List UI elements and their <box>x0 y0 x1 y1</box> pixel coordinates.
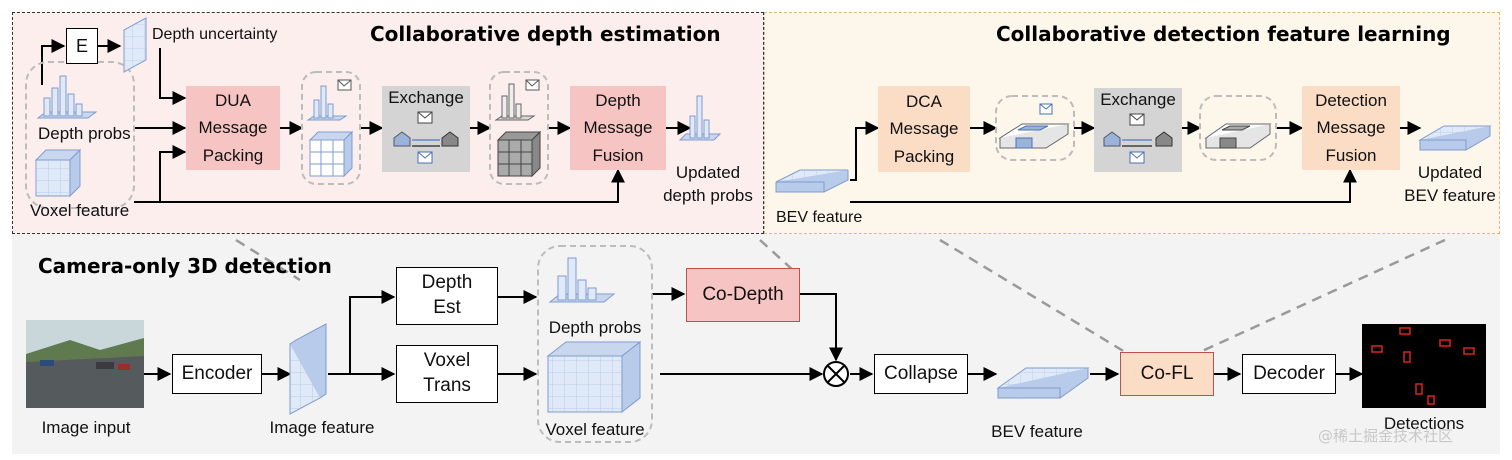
decoder-label: Decoder <box>1253 362 1325 384</box>
encoder-label: Encoder <box>181 362 253 384</box>
voxel-trans-line-2: Trans <box>423 375 471 396</box>
bev-feature-label: BEV feature <box>776 209 863 226</box>
entropy-box: E <box>66 28 98 64</box>
decoder-box: Decoder <box>1242 354 1336 394</box>
camera-bev-feature-label: BEV feature <box>991 422 1083 441</box>
camera-voxel-feature-label: Voxel feature <box>545 420 645 439</box>
collapse-box: Collapse <box>874 354 968 394</box>
camera-panel-title: Camera-only 3D detection <box>38 254 332 278</box>
image-input-thumbnail <box>26 320 144 408</box>
detection-fusion-line-1: Detection <box>1315 91 1387 111</box>
encoder-box: Encoder <box>172 354 262 394</box>
depth-fusion-line-2: Message <box>583 118 653 138</box>
dca-line-1: DCA <box>906 92 942 112</box>
voxel-trans-line-1: Voxel <box>423 350 471 372</box>
updated-depth-probs-icon <box>678 95 722 141</box>
dca-line-3: Packing <box>893 146 955 166</box>
depth-probs-label: Depth probs <box>38 124 131 143</box>
co-depth-label: Co-Depth <box>702 283 784 305</box>
exchange-detection-icon <box>1094 88 1182 172</box>
updated-depth-line-2: depth probs <box>663 185 753 205</box>
detection-fusion-line-3: Fusion <box>1325 145 1377 165</box>
detections-output <box>1362 324 1486 408</box>
entropy-label: E <box>75 35 88 56</box>
depth-est-line-1: Depth <box>421 272 473 294</box>
dca-message-packing-box: DCA Message Packing <box>878 86 970 172</box>
depth-uncertainty-icon <box>123 17 147 73</box>
camera-depth-probs-icon <box>548 257 616 303</box>
depth-probs-icon <box>36 75 98 119</box>
dua-line-1: DUA <box>215 91 251 111</box>
detection-fusion-line-2: Message <box>1316 118 1386 138</box>
co-fl-box: Co-FL <box>1120 352 1214 396</box>
received-depth-icon <box>494 79 542 178</box>
voxel-trans-box: Voxel Trans <box>396 345 498 403</box>
co-fl-label: Co-FL <box>1140 362 1194 384</box>
watermark: @稀土掘金技术社区 <box>1318 427 1454 445</box>
updated-bev-line-2: BEV feature <box>1404 185 1496 205</box>
exchange-depth-icon <box>382 86 470 172</box>
updated-depth-line-1: Updated <box>675 163 741 182</box>
dua-message-packing-box: DUA Message Packing <box>186 86 280 170</box>
depth-est-box: Depth Est <box>396 267 498 325</box>
dua-line-3: Packing <box>202 145 264 165</box>
image-feature-icon <box>289 323 327 415</box>
depth-message-fusion-box: Depth Message Fusion <box>570 86 666 170</box>
depth-fusion-line-3: Fusion <box>592 145 644 165</box>
dca-line-2: Message <box>889 119 959 139</box>
received-bev-icon <box>1204 123 1272 149</box>
detection-message-fusion-box: Detection Message Fusion <box>1302 86 1400 170</box>
updated-bev-icon <box>1418 125 1492 151</box>
depth-est-line-2: Est <box>433 297 461 318</box>
image-feature-label: Image feature <box>269 418 375 437</box>
detection-panel-title: Collaborative detection feature learning <box>996 22 1451 46</box>
camera-bev-feature-icon <box>996 367 1090 399</box>
detections-label: Detections <box>1383 414 1465 433</box>
packed-depth-icon <box>306 79 354 178</box>
updated-bev-label: Updated BEV feature <box>1404 162 1496 208</box>
exchange-detection-label: Exchange <box>1100 90 1176 109</box>
camera-depth-probs-label: Depth probs <box>548 318 642 337</box>
updated-depth-probs-label: Updated depth probs <box>656 162 760 208</box>
depth-fusion-line-1: Depth <box>595 91 641 111</box>
depth-uncertainty-label: Depth uncertainty <box>152 26 278 43</box>
depth-panel-title: Collaborative depth estimation <box>370 22 721 46</box>
updated-bev-line-1: Updated <box>1417 163 1483 182</box>
camera-voxel-cube-icon <box>546 340 642 414</box>
multiply-node <box>823 361 849 387</box>
co-depth-box: Co-Depth <box>686 268 800 322</box>
dua-line-2: Message <box>198 118 268 138</box>
bev-feature-icon <box>775 169 849 193</box>
voxel-feature-label: Voxel feature <box>30 201 130 220</box>
voxel-cube-icon <box>34 148 82 198</box>
image-input-label: Image input <box>41 418 131 437</box>
collapse-label: Collapse <box>884 362 958 384</box>
packed-bev-icon <box>998 103 1070 149</box>
exchange-depth-label: Exchange <box>388 88 464 107</box>
